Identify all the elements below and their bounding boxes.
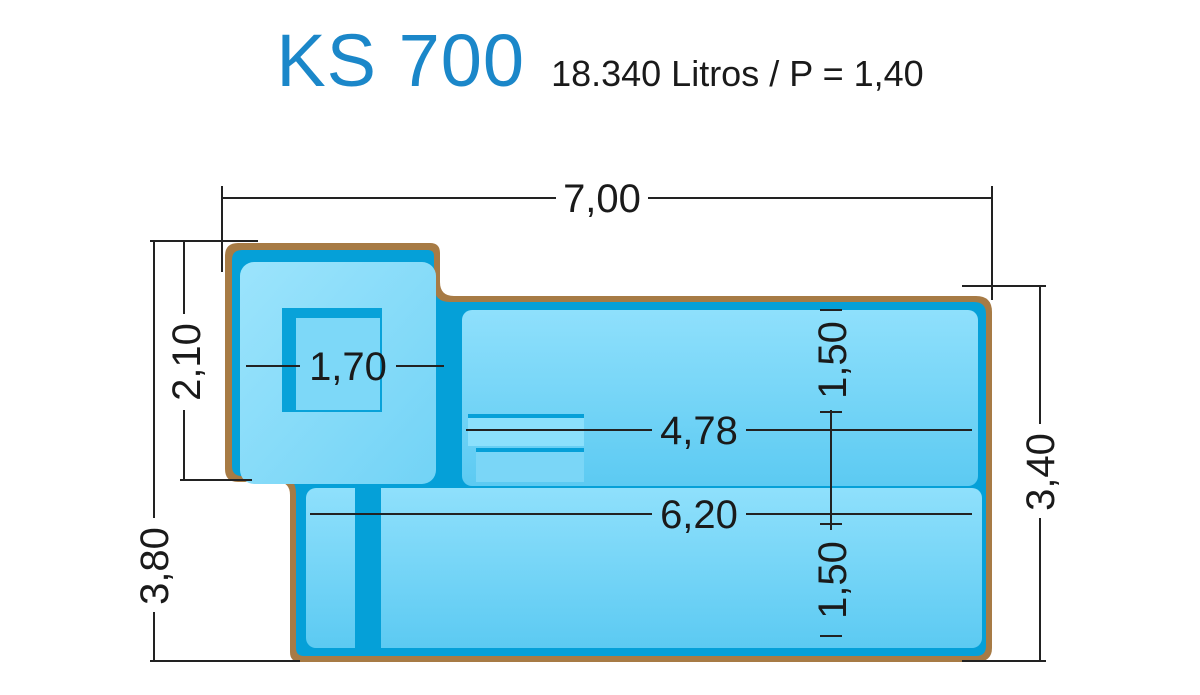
shallow-area	[462, 310, 978, 486]
dim-deep-length: 6,20	[660, 493, 738, 537]
bench-wall	[355, 488, 381, 648]
dim-lower-half: 1,50	[811, 541, 855, 619]
header: KS 700 18.340 Litros / P = 1,40	[0, 18, 1200, 118]
dim-total-width: 3,80	[133, 527, 177, 605]
dim-seat-width: 1,70	[309, 345, 387, 389]
dim-body-width: 3,40	[1019, 433, 1063, 511]
dim-shallow-length: 4,78	[660, 409, 738, 453]
dim-total-length: 7,00	[563, 177, 641, 221]
deep-area	[306, 488, 982, 648]
dim-upper-half: 1,50	[811, 321, 855, 399]
inner-seat	[296, 318, 380, 410]
step-lower	[476, 448, 584, 482]
capacity-label: 18.340 Litros / P = 1,40	[551, 53, 924, 94]
model-name: KS 700	[276, 19, 526, 102]
dim-step-depth: 2,10	[165, 323, 209, 401]
